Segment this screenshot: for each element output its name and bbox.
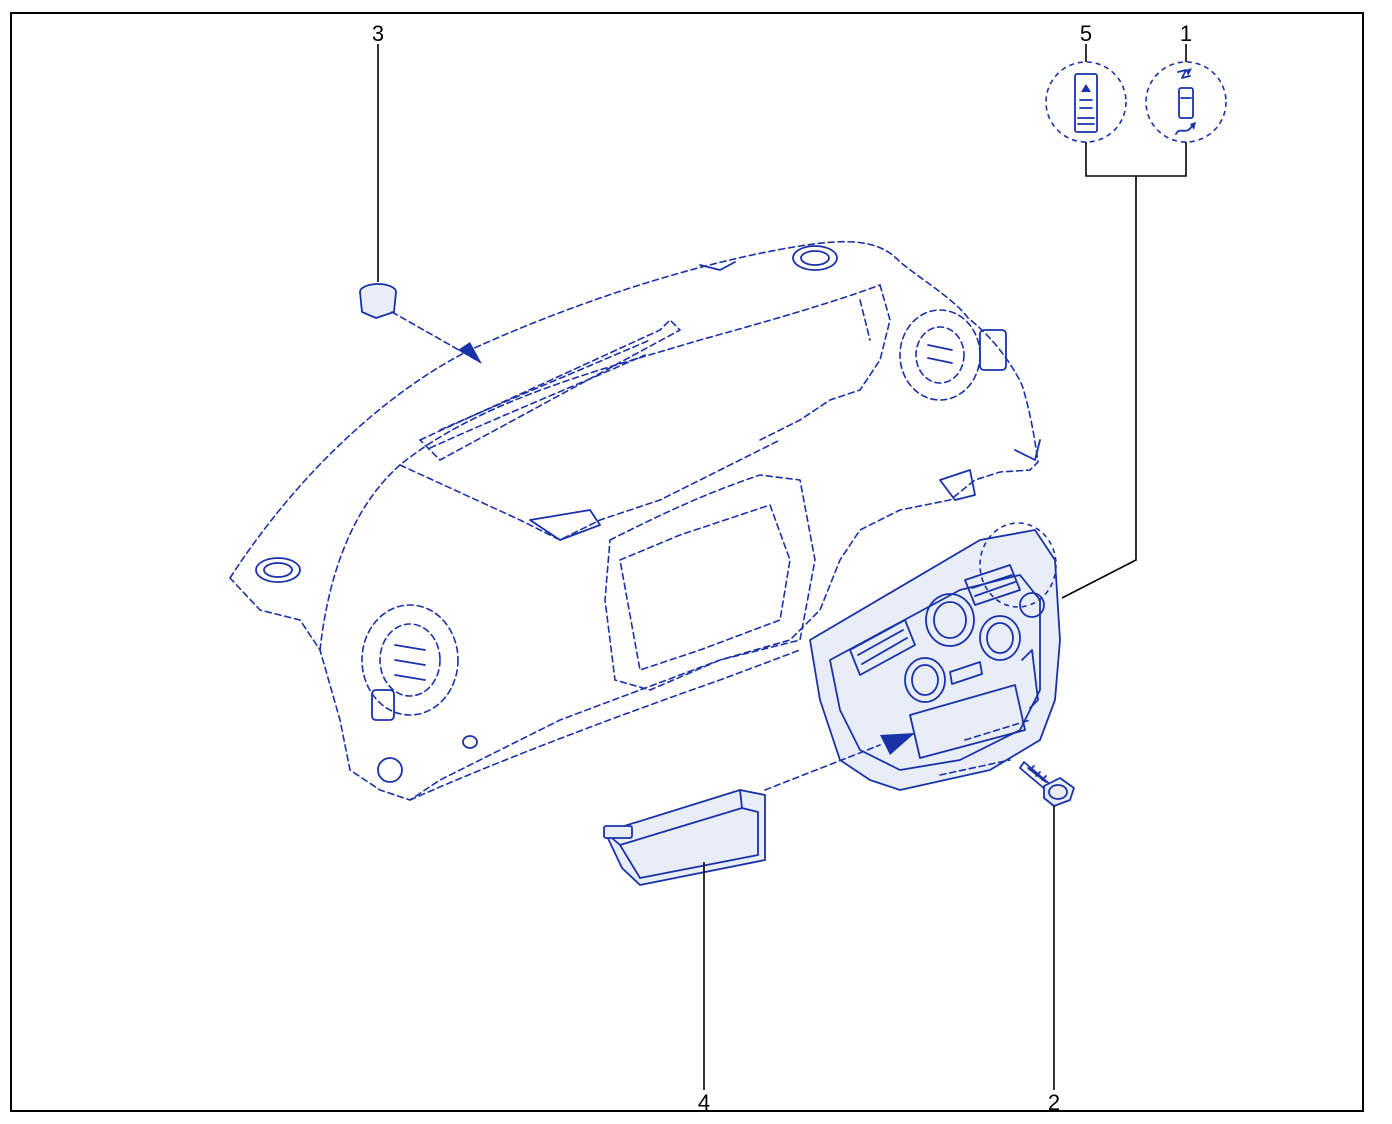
- dashboard-outline: [229, 240, 1041, 801]
- clip-part-3: [359, 283, 482, 364]
- insert-arrow-4: [880, 733, 915, 755]
- tray-part-4: [603, 733, 915, 886]
- detail-part-5: [1045, 61, 1127, 143]
- callout-2: 2: [1048, 1090, 1060, 1115]
- screw-part-2: [1019, 761, 1075, 807]
- diagram-frame: [10, 12, 1364, 1112]
- center-bezel: [809, 522, 1061, 791]
- callout-4: 4: [698, 1090, 710, 1115]
- callout-3: 3: [372, 21, 384, 46]
- callout-1: 1: [1180, 21, 1192, 46]
- leader-lines: [377, 44, 1187, 1090]
- detail-part-1: [1145, 61, 1227, 143]
- callout-5: 5: [1080, 21, 1092, 46]
- insert-arrow-3: [458, 342, 482, 364]
